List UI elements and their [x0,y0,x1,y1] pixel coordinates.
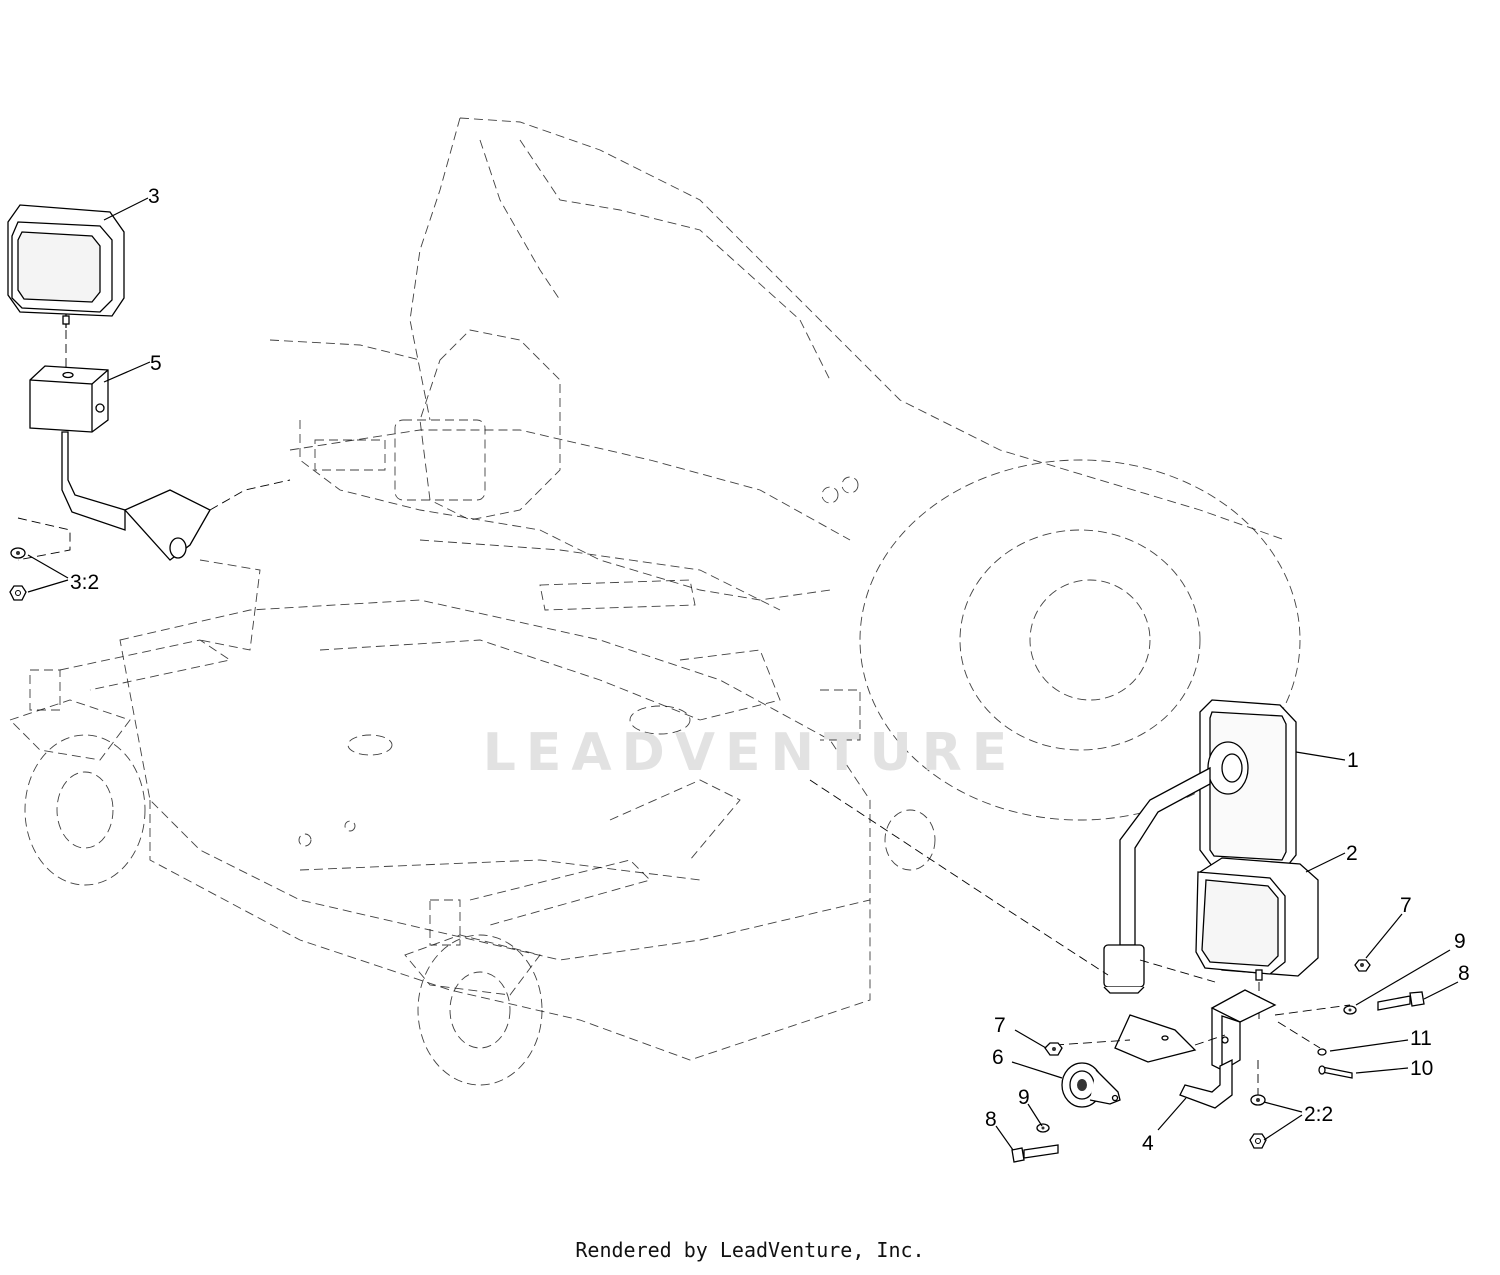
callout-5: 5 [150,352,162,375]
part-4-dash-mid [1194,1034,1226,1046]
mower-phantom-outline [9,117,1301,1086]
part-6-horn [1061,1062,1121,1108]
part-4-dash-right-2 [1277,1021,1321,1049]
mower-to-bracket-dash [809,779,1109,976]
callout-9-right: 9 [1454,930,1466,953]
nut-pair-left [9,547,27,601]
callout-2-2: 2:2 [1304,1103,1333,1126]
part-8-bolt-left [1011,1144,1059,1163]
callout-9-left: 9 [1018,1086,1030,1109]
callout-7-right: 7 [1400,894,1412,917]
callout-1: 1 [1347,749,1359,772]
part-5-to-frame-dash [209,479,291,511]
part-7-nut-left [1044,1042,1063,1056]
part-5-mount-bracket-left [29,365,211,561]
part-4-dash-right [1274,1004,1351,1016]
callout-7-left: 7 [994,1014,1006,1037]
callout-3: 3 [148,185,160,208]
callout-8-left: 8 [985,1108,997,1131]
part-8-bolt-right [1377,991,1425,1011]
footer-credit: Rendered by LeadVenture, Inc. [575,1238,925,1262]
callout-2: 2 [1346,842,1358,865]
callout-3-2: 3:2 [70,571,99,594]
part-4-bracket [1114,989,1277,1109]
callout-8-right: 8 [1458,962,1470,985]
part-9-washer-right [1343,1005,1357,1015]
leader-lines [103,197,1459,1151]
part-5-assembly-dash [17,517,71,561]
part-1-mirror [1103,699,1297,994]
callout-10: 10 [1410,1057,1433,1080]
watermark-text: LEADVENTURE [483,723,1018,783]
part-10-screw [1318,1065,1353,1079]
nut-pair-right [1249,1094,1267,1149]
part-4-dash-left [1054,1039,1131,1046]
callout-4: 4 [1142,1132,1154,1155]
callout-11: 11 [1410,1027,1432,1050]
part-7-nut-right [1354,959,1371,972]
part-3-work-light-left [7,204,125,328]
callout-6: 6 [992,1046,1004,1069]
part-2-work-light-right [1195,857,1319,981]
part-11-washer [1317,1048,1327,1056]
part-9-washer-left [1036,1123,1050,1133]
